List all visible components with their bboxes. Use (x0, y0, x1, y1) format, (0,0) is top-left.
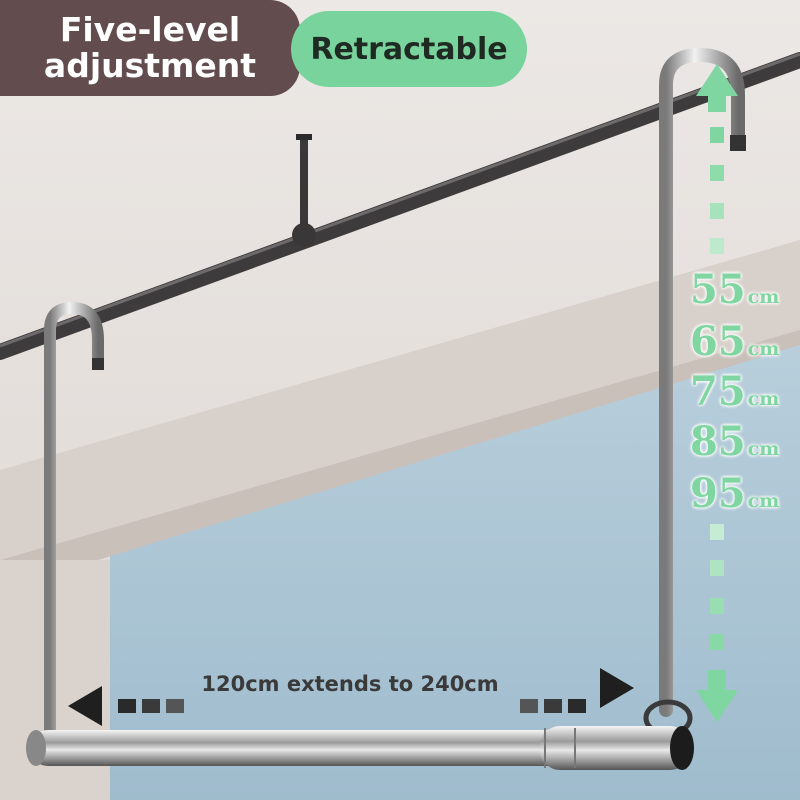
right-hanger (659, 47, 745, 717)
level-value: 85 (690, 418, 746, 465)
five-level-line1: Five-level (59, 10, 241, 49)
telescopic-rod (30, 730, 690, 766)
width-annotation: 120cm extends to 240cm (201, 672, 499, 696)
left-end-cap (26, 730, 46, 766)
arrow-right-icon (600, 668, 634, 708)
level-value: 75 (690, 368, 746, 415)
arrow-down-icon (696, 670, 738, 722)
level-unit: cm (747, 338, 780, 360)
five-level-line2: adjustment (43, 46, 257, 85)
level-unit: cm (747, 286, 780, 308)
arrow-left-icon (68, 686, 102, 726)
level-value: 55 (690, 266, 746, 313)
level-value: 95 (690, 470, 746, 517)
beam-underside (0, 330, 800, 590)
window-sky (110, 330, 800, 800)
left-hanger (44, 301, 104, 746)
level-unit: cm (747, 388, 780, 410)
five-level-badge: Five-level adjustment (0, 0, 300, 96)
level-unit: cm (747, 490, 780, 512)
arrow-up-icon (696, 64, 738, 112)
width-arrow (68, 668, 634, 726)
level-unit: cm (747, 438, 780, 460)
ceiling-beam (0, 240, 800, 560)
retractable-badge: Retractable (291, 11, 527, 87)
ceiling-mount (300, 138, 308, 233)
level-value: 65 (690, 318, 746, 365)
height-arrow (696, 64, 738, 722)
